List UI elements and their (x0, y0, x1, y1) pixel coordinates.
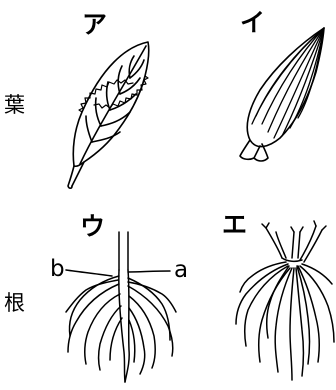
diagram-canvas: 葉 根 ア イ ウ エ b a (0, 0, 336, 390)
fibrous-root-icon (0, 0, 336, 390)
